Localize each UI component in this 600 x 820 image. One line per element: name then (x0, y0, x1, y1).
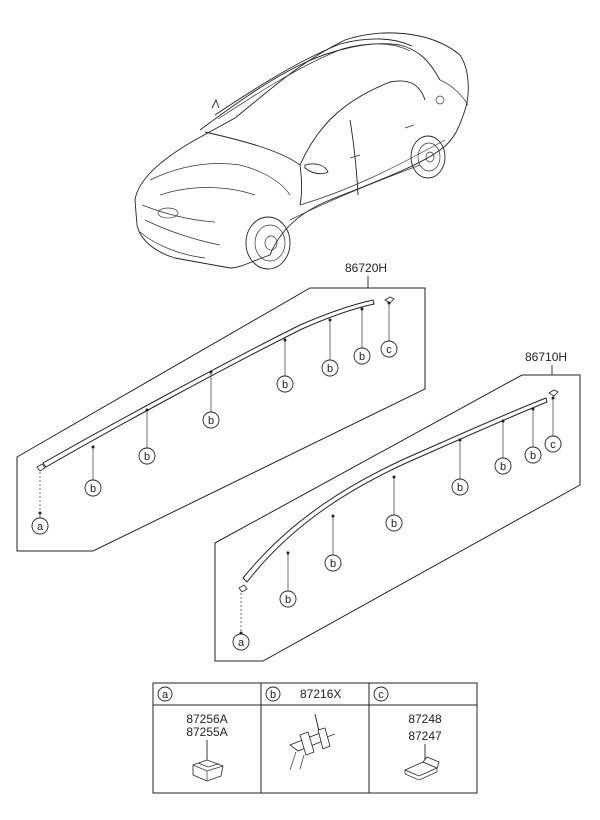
callout-lower-b-6: b (524, 407, 542, 464)
lower-assembly-86710h: 86710H (214, 350, 581, 662)
part-number-86720h: 86720H (345, 261, 387, 275)
callout-upper-b-3-bubble (202, 411, 220, 429)
callout-lower-b-4-letter: b (457, 482, 463, 494)
legend-part-87247: 87247 (408, 729, 442, 743)
callout-upper-b-2-letter: b (144, 451, 150, 463)
callout-lower-b-1-bubble (279, 590, 297, 608)
callout-lower-c: c (544, 396, 562, 453)
callout-upper-c-anchor (387, 301, 391, 305)
callout-lower-c-bubble (544, 435, 562, 453)
legend-part-87255a: 87255A (186, 725, 227, 739)
lower-assembly-frame (214, 374, 581, 662)
sedan-illustration (134, 32, 469, 270)
callout-lower-a-letter: a (238, 637, 245, 649)
callout-upper-c-letter: c (386, 344, 392, 356)
callout-lower-b-2-anchor (331, 514, 335, 518)
callout-upper-a-bubble (31, 517, 49, 535)
callout-upper-b-2-bubble (138, 447, 156, 465)
legend-letter-c: c (378, 689, 384, 701)
callout-lower-b-3: b (385, 475, 403, 532)
callout-lower-b-5: b (494, 419, 512, 475)
roof-rail-lower (242, 397, 548, 583)
callout-lower-b-1-anchor (286, 551, 290, 555)
callout-lower-b-3-bubble (385, 514, 403, 532)
clip-lower-a (238, 584, 248, 633)
clip-upper-a (36, 463, 46, 513)
clip-lower-c (548, 389, 559, 397)
part-number-86710h: 86710H (525, 350, 567, 364)
legend-part-87256a: 87256A (186, 712, 227, 726)
legend-part-87216x: 87216X (300, 687, 341, 701)
callout-lower-b-4-anchor (458, 438, 462, 442)
callout-lower-b-5-bubble (494, 457, 512, 475)
legend-part-87248: 87248 (408, 712, 442, 726)
callout-upper-b-4-anchor (283, 338, 287, 342)
callout-upper-a-letter: a (37, 521, 44, 533)
callout-lower-b-5-letter: b (500, 461, 506, 473)
callout-upper-b-2-anchor (145, 408, 149, 412)
callout-lower-b-1-letter: b (285, 594, 291, 606)
callout-upper-b-5: b (321, 318, 339, 377)
callout-lower-b-6-anchor (531, 407, 535, 411)
legend-column-a: a 87256A 87255A (157, 686, 228, 782)
callout-lower-a-bubble (232, 633, 250, 651)
callout-upper-b-4-bubble (276, 375, 294, 393)
callout-upper-b-6: b (353, 307, 371, 365)
parts-legend-table: a 87256A 87255A b 87216X (152, 682, 478, 794)
legend-letter-a: a (162, 689, 169, 701)
callout-upper-b-3: b (202, 370, 220, 429)
callout-upper-a-anchor (38, 511, 42, 515)
upper-assembly-frame (16, 287, 426, 552)
callout-lower-b-4-bubble (451, 478, 469, 496)
callout-lower-b-4: b (451, 438, 469, 496)
upper-assembly-86720h: 86720H (16, 261, 426, 552)
callout-upper-b-5-bubble (321, 359, 339, 377)
callout-lower-b-2: b (324, 514, 342, 572)
callout-upper-b-3-letter: b (208, 415, 214, 427)
legend-column-b: b 87216X (265, 686, 341, 771)
callout-upper-b-6-bubble (353, 347, 371, 365)
callout-upper-b-4: b (276, 338, 294, 393)
callout-lower-b-6-letter: b (530, 450, 536, 462)
callout-lower-b-5-anchor (501, 419, 505, 423)
callout-upper-b-5-letter: b (327, 363, 333, 375)
callout-lower-b-1: b (279, 551, 297, 608)
mounting-clip-icon (289, 727, 336, 771)
end-clip-icon (192, 759, 224, 782)
callout-upper-b-5-anchor (328, 318, 332, 322)
callout-lower-c-letter: c (550, 439, 556, 451)
callout-lower-b-3-letter: b (391, 518, 397, 530)
callout-upper-b-2: b (138, 408, 156, 465)
callout-lower-c-anchor (551, 396, 555, 400)
callout-lower-b-6-bubble (524, 446, 542, 464)
callout-upper-b-1-letter: b (90, 483, 96, 495)
callout-lower-b-3-anchor (392, 475, 396, 479)
callout-upper-b-6-anchor (360, 307, 364, 311)
legend-column-c: c 87248 87247 (373, 686, 442, 781)
legend-letter-b: b (270, 689, 276, 701)
callout-upper-b-1-bubble (84, 479, 102, 497)
callout-lower-b-2-letter: b (330, 558, 336, 570)
callout-group: a b b b b b b c a b b b b b b c (31, 301, 562, 651)
callout-upper-b-4-letter: b (282, 379, 288, 391)
callout-upper-b-6-letter: b (359, 351, 365, 363)
callout-upper-b-1: b (84, 445, 102, 497)
callout-upper-b-1-anchor (91, 445, 95, 449)
callout-upper-c: c (380, 301, 398, 358)
callout-upper-c-bubble (380, 340, 398, 358)
roof-rail-upper (42, 299, 375, 468)
callout-upper-a: a (31, 511, 49, 535)
callout-lower-a: a (232, 631, 250, 651)
end-cap-clip-icon (404, 756, 440, 781)
callout-lower-b-2-bubble (324, 554, 342, 572)
callout-upper-b-3-anchor (209, 370, 213, 374)
